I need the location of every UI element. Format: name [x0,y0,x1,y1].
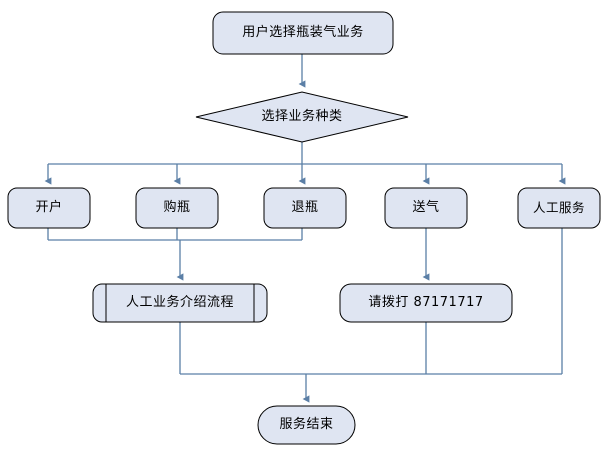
node-open-account-shape[interactable] [7,187,91,229]
node-call-number-shape[interactable] [339,283,513,323]
node-manual-service-shape[interactable] [517,187,601,229]
node-decision-shape[interactable] [195,91,409,143]
node-manual-intro-process-shape[interactable] [92,283,268,323]
node-return-bottle-shape[interactable] [263,187,347,229]
node-layer [7,11,601,445]
node-buy-bottle-shape[interactable] [135,187,219,229]
node-start-shape[interactable] [212,11,394,55]
node-end-shape[interactable] [257,405,356,445]
connector-layer [44,54,566,403]
node-deliver-gas-shape[interactable] [384,187,468,229]
